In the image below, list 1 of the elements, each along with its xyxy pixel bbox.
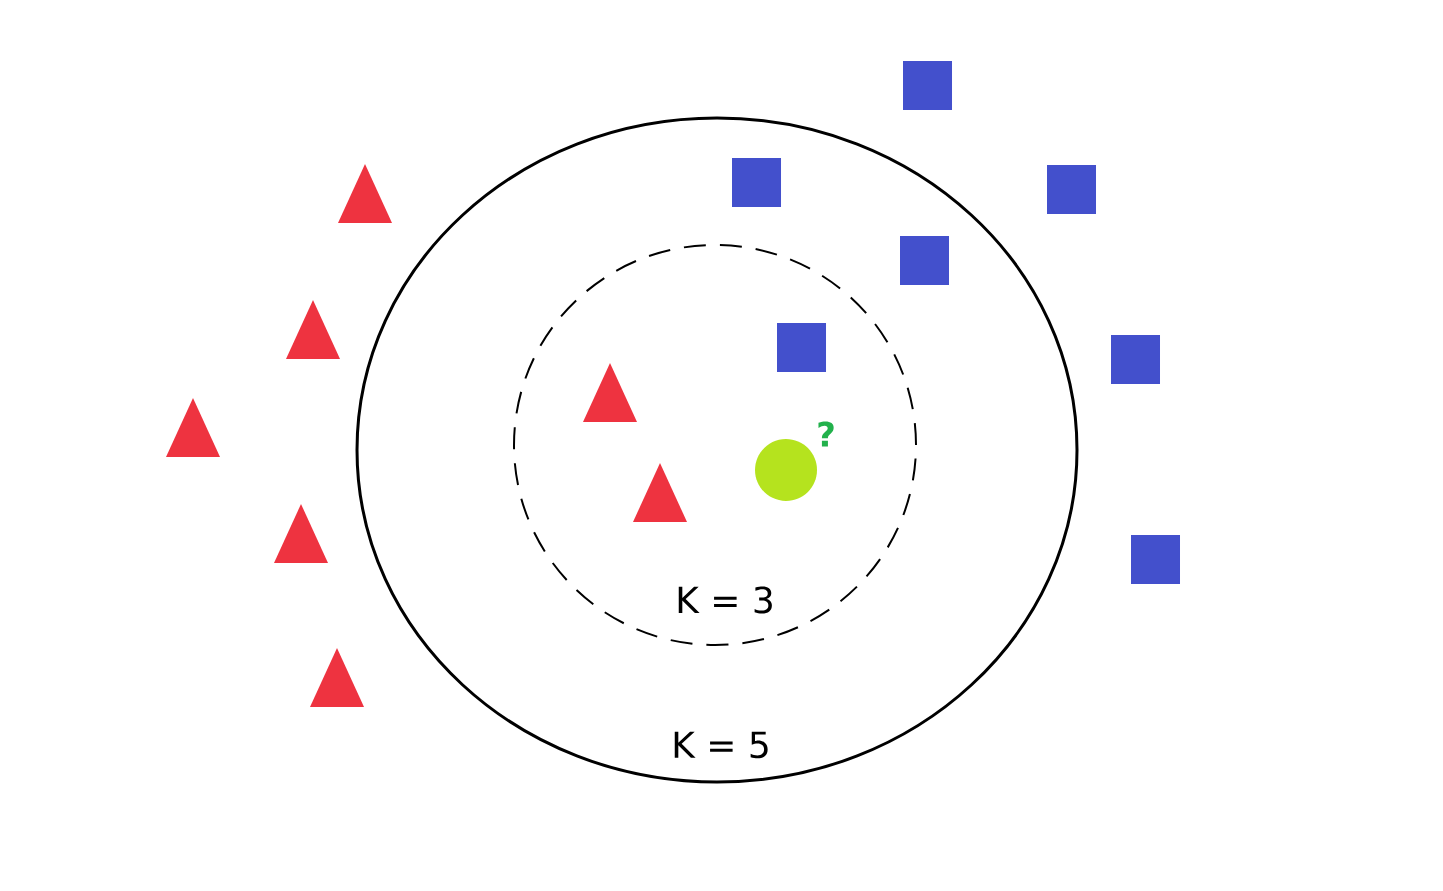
question-mark: ?	[818, 421, 834, 447]
